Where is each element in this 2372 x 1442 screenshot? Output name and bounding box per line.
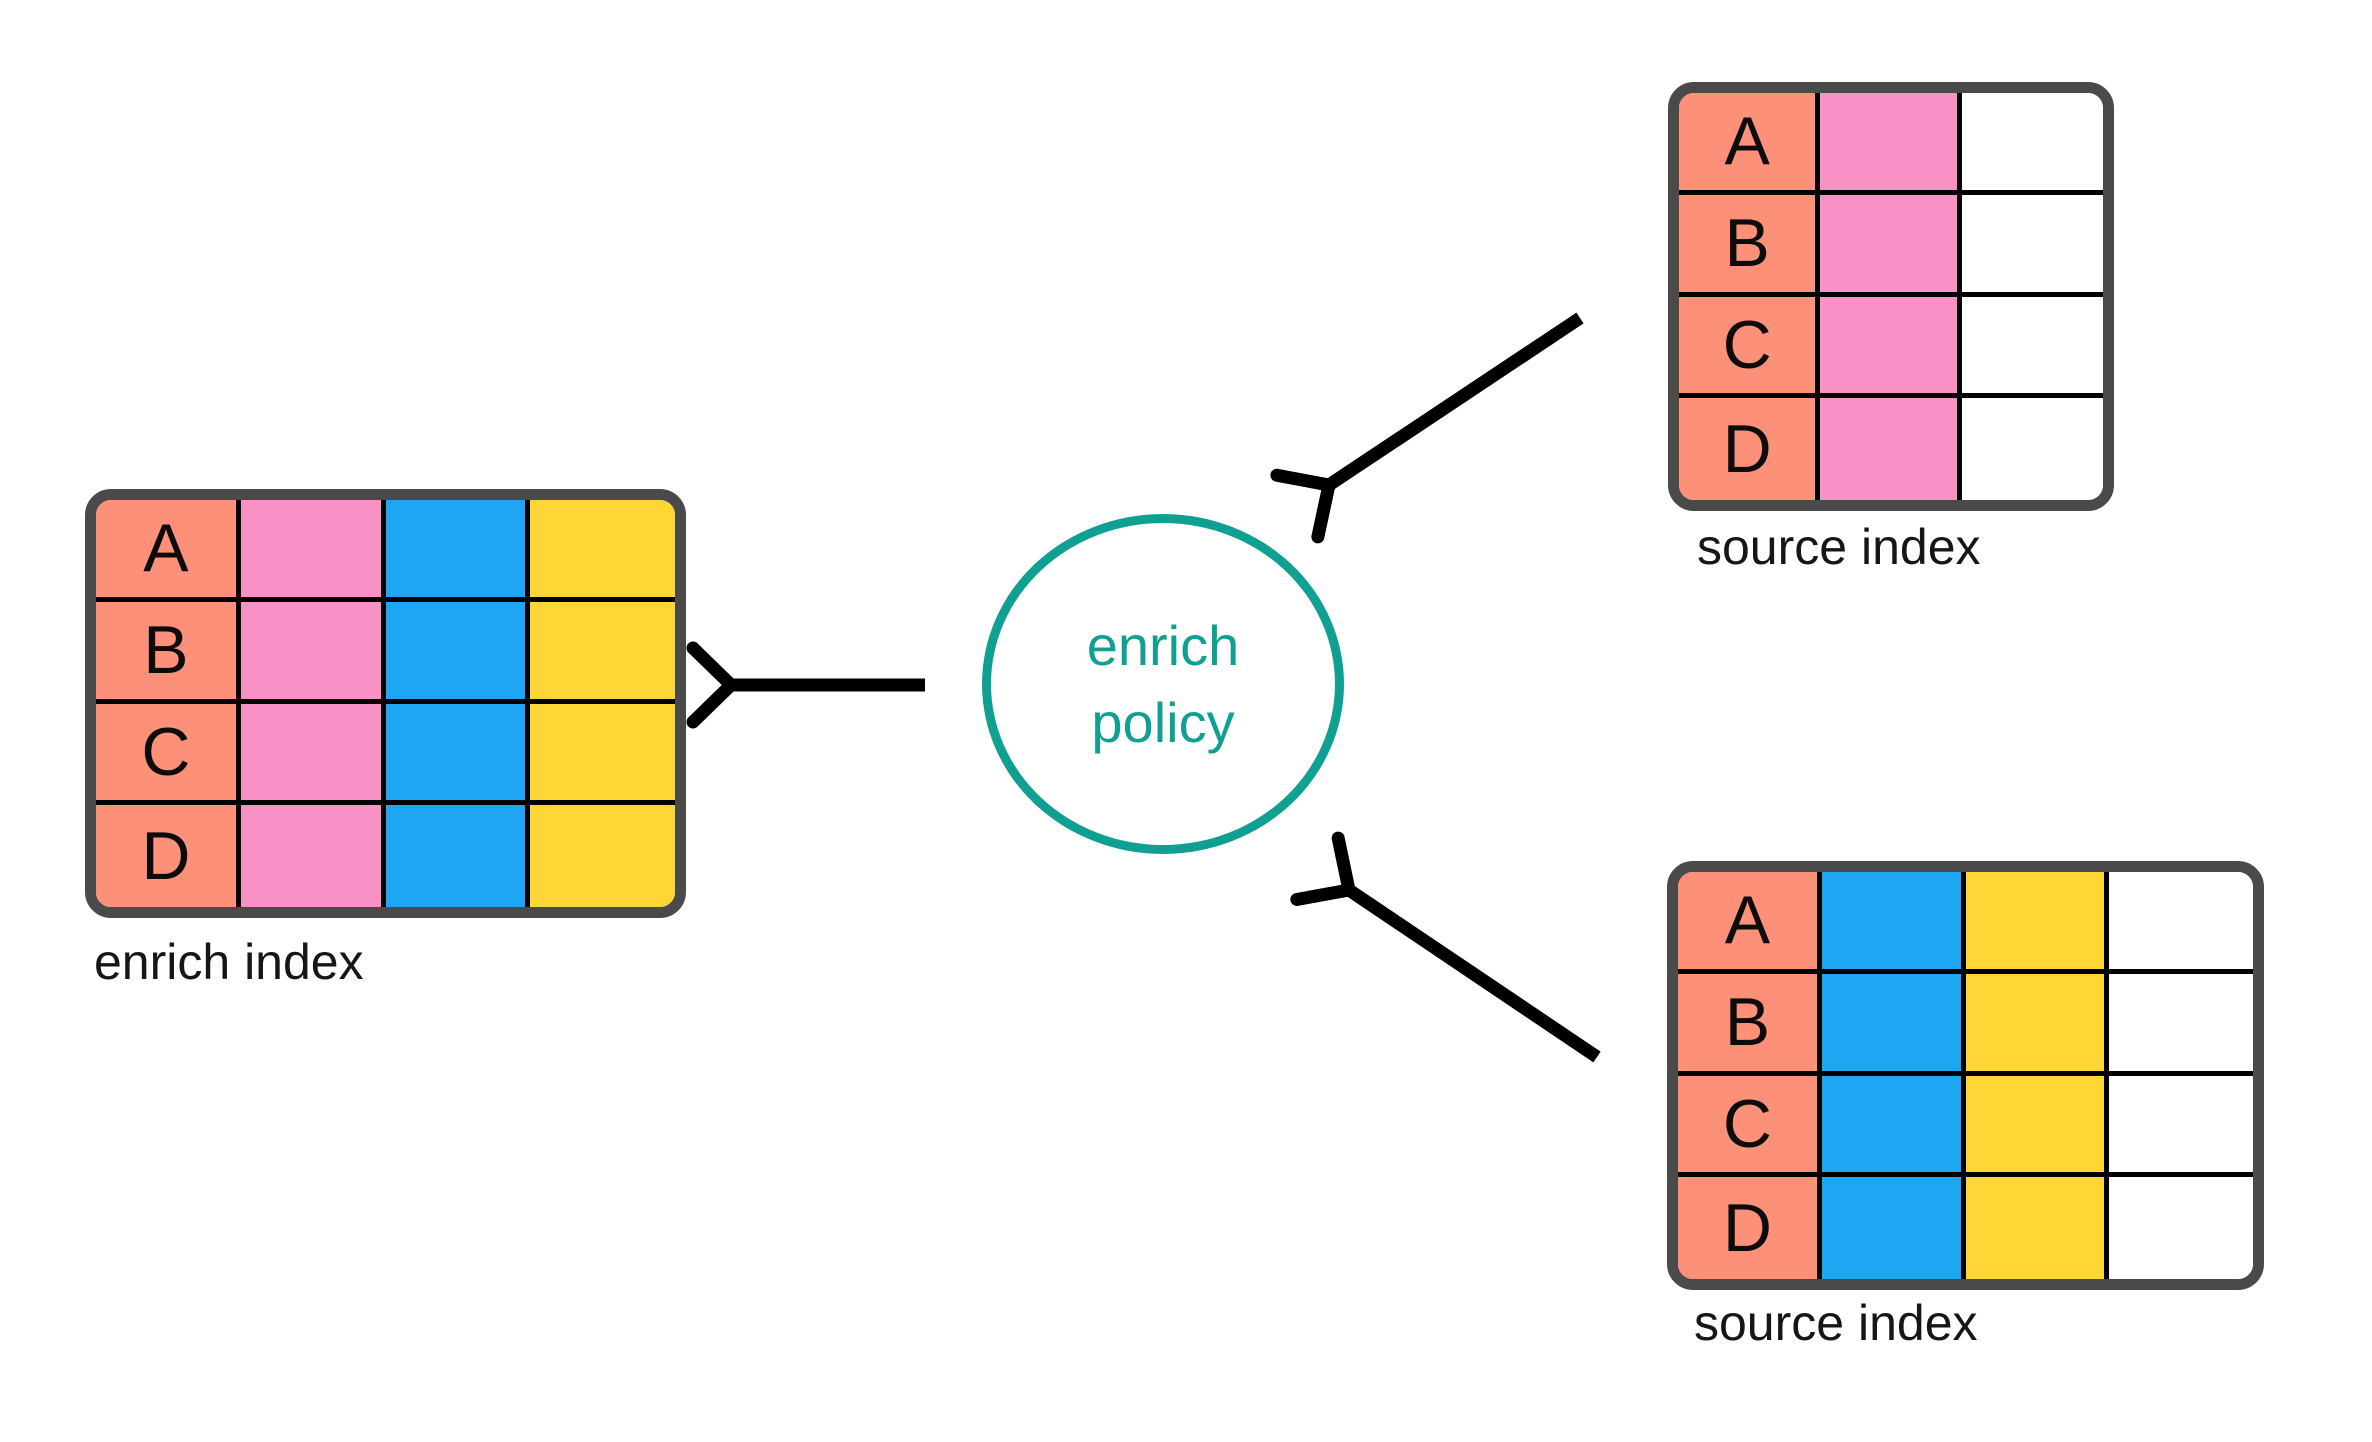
value-cell <box>1965 872 2110 974</box>
source-index-bottom-table: A B C D <box>1667 861 2264 1290</box>
value-cell <box>1961 398 2103 500</box>
value-cell <box>240 805 386 907</box>
value-cell <box>2109 973 2253 1076</box>
enrich-policy-node: enrich policy <box>982 514 1344 854</box>
value-cell <box>1821 1075 1966 1178</box>
row-key-cell: A <box>96 500 241 602</box>
enrich-index-label: enrich index <box>94 934 364 990</box>
value-cell <box>385 500 531 602</box>
row-key-cell: B <box>1679 194 1821 297</box>
row-key-cell: B <box>1678 973 1822 1076</box>
value-cell <box>1820 93 1962 195</box>
value-cell <box>2109 1177 2253 1279</box>
value-cell <box>240 500 386 602</box>
row-key-cell: C <box>1679 296 1821 399</box>
row-key-cell: C <box>96 703 241 806</box>
value-cell <box>530 703 675 806</box>
value-cell <box>240 703 386 806</box>
source-index-top-table: A B C D <box>1668 82 2114 511</box>
arrow-source-top-to-policy <box>1270 312 1584 544</box>
value-cell <box>1965 973 2110 1076</box>
row-key-cell: A <box>1679 93 1821 195</box>
value-cell <box>1961 93 2103 195</box>
value-cell <box>1820 296 1962 399</box>
value-cell <box>2109 872 2253 974</box>
row-key-cell: A <box>1678 872 1822 974</box>
value-cell <box>1821 973 1966 1076</box>
value-cell <box>1820 194 1962 297</box>
arrow-source-bottom-to-policy <box>1290 831 1601 1063</box>
value-cell <box>1965 1177 2110 1279</box>
source-index-bottom-label: source index <box>1694 1295 1978 1351</box>
row-key-cell: B <box>96 601 241 704</box>
value-cell <box>385 703 531 806</box>
enrich-policy-label-line2: policy <box>1091 691 1235 754</box>
value-cell <box>240 601 386 704</box>
value-cell <box>2109 1075 2253 1178</box>
value-cell <box>1965 1075 2110 1178</box>
value-cell <box>530 601 675 704</box>
row-key-cell: D <box>1679 398 1821 500</box>
value-cell <box>1961 296 2103 399</box>
value-cell <box>1821 872 1966 974</box>
value-cell <box>530 805 675 907</box>
value-cell <box>1821 1177 1966 1279</box>
row-key-cell: C <box>1678 1075 1822 1178</box>
enrich-policy-label-line1: enrich <box>1086 614 1240 677</box>
value-cell <box>385 601 531 704</box>
row-key-cell: D <box>96 805 241 907</box>
enrich-index-table: A B C D <box>85 489 686 918</box>
value-cell <box>1820 398 1962 500</box>
value-cell <box>1961 194 2103 297</box>
source-index-top-label: source index <box>1697 519 1981 575</box>
value-cell <box>530 500 675 602</box>
value-cell <box>385 805 531 907</box>
row-key-cell: D <box>1678 1177 1822 1279</box>
